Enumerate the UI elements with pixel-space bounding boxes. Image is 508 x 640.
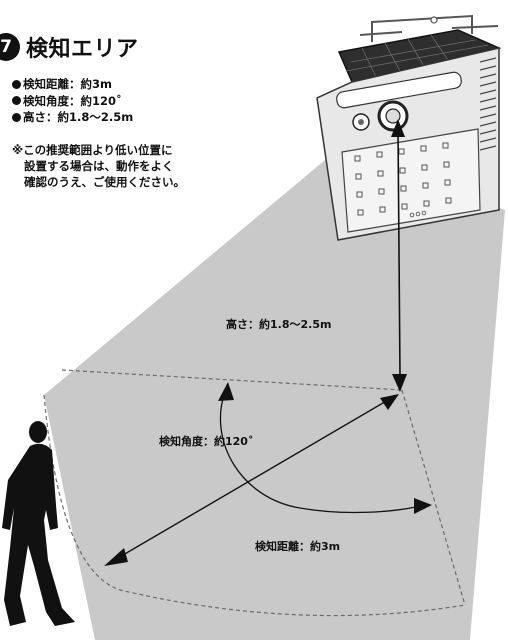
installation-note: ※この推奨範囲より低い位置に 設置する場合は、動作をよく 確認のうえ、ご使用くだ… — [12, 142, 185, 190]
spec-item: 検知距離：約3m — [12, 76, 133, 93]
height-arrow — [391, 119, 407, 392]
bullet-icon — [12, 96, 21, 106]
spec-mount-height: 高さ：約1.8～2.5m — [23, 110, 134, 124]
note-line: 確認のうえ、ご使用ください。 — [24, 175, 185, 189]
spec-detection-angle: 検知角度：約120˚ — [23, 93, 122, 108]
bullet-icon — [12, 112, 21, 122]
height-label: 高さ：約1.8～2.5m — [226, 318, 332, 331]
distance-label: 検知距離：約3m — [255, 540, 341, 553]
section-number: 7 — [0, 33, 20, 61]
angle-label: 検知角度：約120˚ — [159, 435, 254, 448]
walking-person-silhouette-icon — [2, 421, 75, 626]
spec-list: 検知距離：約3m 検知角度：約120˚ 高さ：約1.8～2.5m — [12, 76, 133, 126]
distance-arrow — [104, 394, 399, 566]
solar-sensor-light-icon — [316, 14, 502, 241]
detection-zone — [44, 150, 505, 640]
spec-item: 検知角度：約120˚ — [12, 93, 133, 110]
section-header: 7 検知エリア — [0, 30, 139, 64]
spec-item: 高さ：約1.8～2.5m — [12, 109, 133, 126]
detection-boundary-lines — [43, 369, 466, 617]
note-line: ※この推奨範囲より低い位置に — [12, 143, 173, 157]
angle-arc — [218, 382, 432, 514]
spec-detection-distance: 検知距離：約3m — [23, 77, 112, 91]
page-title: 検知エリア — [26, 37, 139, 62]
bullet-icon — [12, 79, 21, 89]
note-line: 設置する場合は、動作をよく — [24, 159, 174, 173]
